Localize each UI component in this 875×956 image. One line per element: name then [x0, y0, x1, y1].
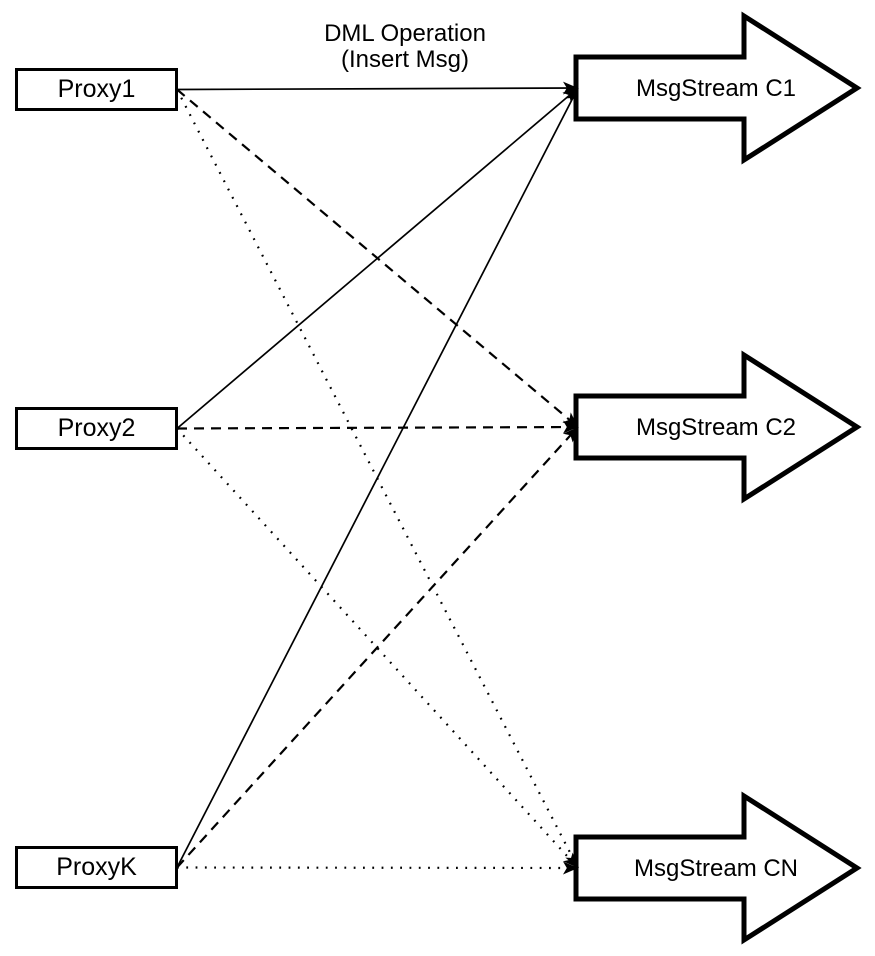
edge-proxyk-to-c1: [176, 87, 579, 868]
edge-proxy2-to-c2: [176, 420, 579, 434]
stream-arrow-c2-label: MsgStream C2: [636, 414, 796, 441]
node-proxy2: Proxy2: [15, 407, 178, 450]
node-proxy2-label: Proxy2: [57, 414, 136, 442]
edges-layer: [176, 81, 579, 875]
stream-arrow-c1: MsgStream C1: [573, 11, 862, 165]
edge-proxyk-to-c2: [176, 426, 579, 869]
stream-arrow-cn-shape: [573, 791, 862, 945]
edge-proxy1-to-c1: [176, 81, 579, 95]
stream-arrow-cn: MsgStream CN: [573, 791, 862, 945]
stream-arrow-c2-shape: [573, 350, 862, 504]
node-proxy1-label: Proxy1: [57, 75, 136, 103]
stream-arrow-c1-label: MsgStream C1: [636, 75, 796, 102]
diagram-title: DML Operation (Insert Msg): [240, 21, 570, 73]
diagram-title-line-1: DML Operation: [324, 20, 486, 47]
node-proxyk-label: ProxyK: [56, 853, 137, 881]
diagram-title-line-2: (Insert Msg): [340, 46, 469, 73]
edge-proxy1-to-c2: [176, 88, 579, 428]
edge-proxyk-to-cn: [176, 861, 579, 875]
edge-proxy1-to-cn: [176, 88, 579, 869]
stream-arrow-cn-label: MsgStream CN: [634, 855, 798, 882]
stream-arrow-c1-shape: [573, 11, 862, 165]
node-proxy1: Proxy1: [15, 68, 178, 111]
node-proxyk: ProxyK: [15, 846, 178, 889]
stream-arrow-c2: MsgStream C2: [573, 350, 862, 504]
